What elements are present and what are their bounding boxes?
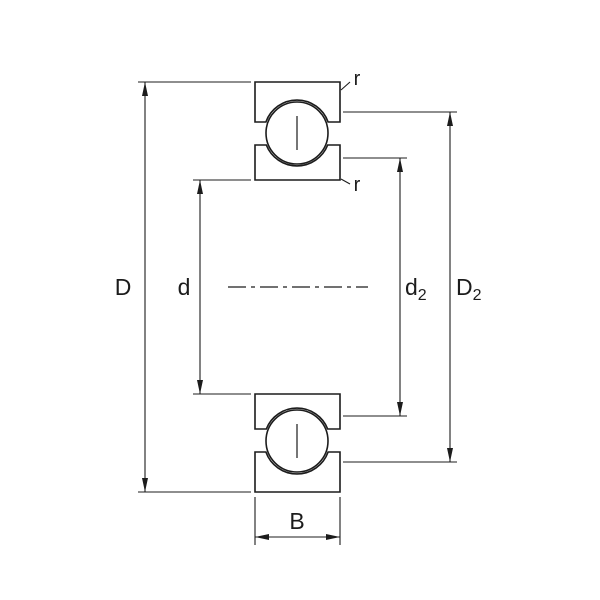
arrowhead [447,112,453,126]
arrowhead [197,180,203,194]
arrowhead [397,402,403,416]
dimension-D2: D2 [343,111,482,463]
arrowhead [197,380,203,394]
arrowhead [255,534,269,540]
dim-label-d2: d2 [405,274,427,304]
leader-line [340,81,351,91]
leader-line [340,178,351,185]
radius-callout-top: r [340,68,361,91]
dim-label-d: d [178,274,191,300]
arrowhead [326,534,340,540]
radius-label-inner: r [354,174,361,196]
arrowhead [447,448,453,462]
dim-label-d2-base: d [405,274,418,300]
dim-label-B: B [289,508,304,534]
dimension-B: B [254,497,341,545]
arrowhead [142,478,148,492]
dim-label-D: D [115,274,132,300]
bearing-section [254,81,341,493]
dim-label-D2-subscript: 2 [473,287,482,304]
outer-ring-top-section [254,81,341,123]
arrowhead [397,158,403,172]
dim-label-D2-base: D [456,274,473,300]
inner-ring-top-section [254,144,341,181]
dimension-d: d [178,179,251,395]
radius-label-top: r [354,68,361,90]
outer-ring-bottom-section [254,451,341,493]
ball-bottom [265,409,329,473]
dimension-D: D [115,81,251,493]
dim-label-D2: D2 [456,274,482,304]
dim-label-d2-subscript: 2 [418,287,427,304]
arrowhead [142,82,148,96]
ball-top [265,101,329,165]
dimension-d2: d2 [343,157,427,417]
radius-callout-inner: r [340,174,361,196]
inner-ring-bottom-section [254,393,341,430]
